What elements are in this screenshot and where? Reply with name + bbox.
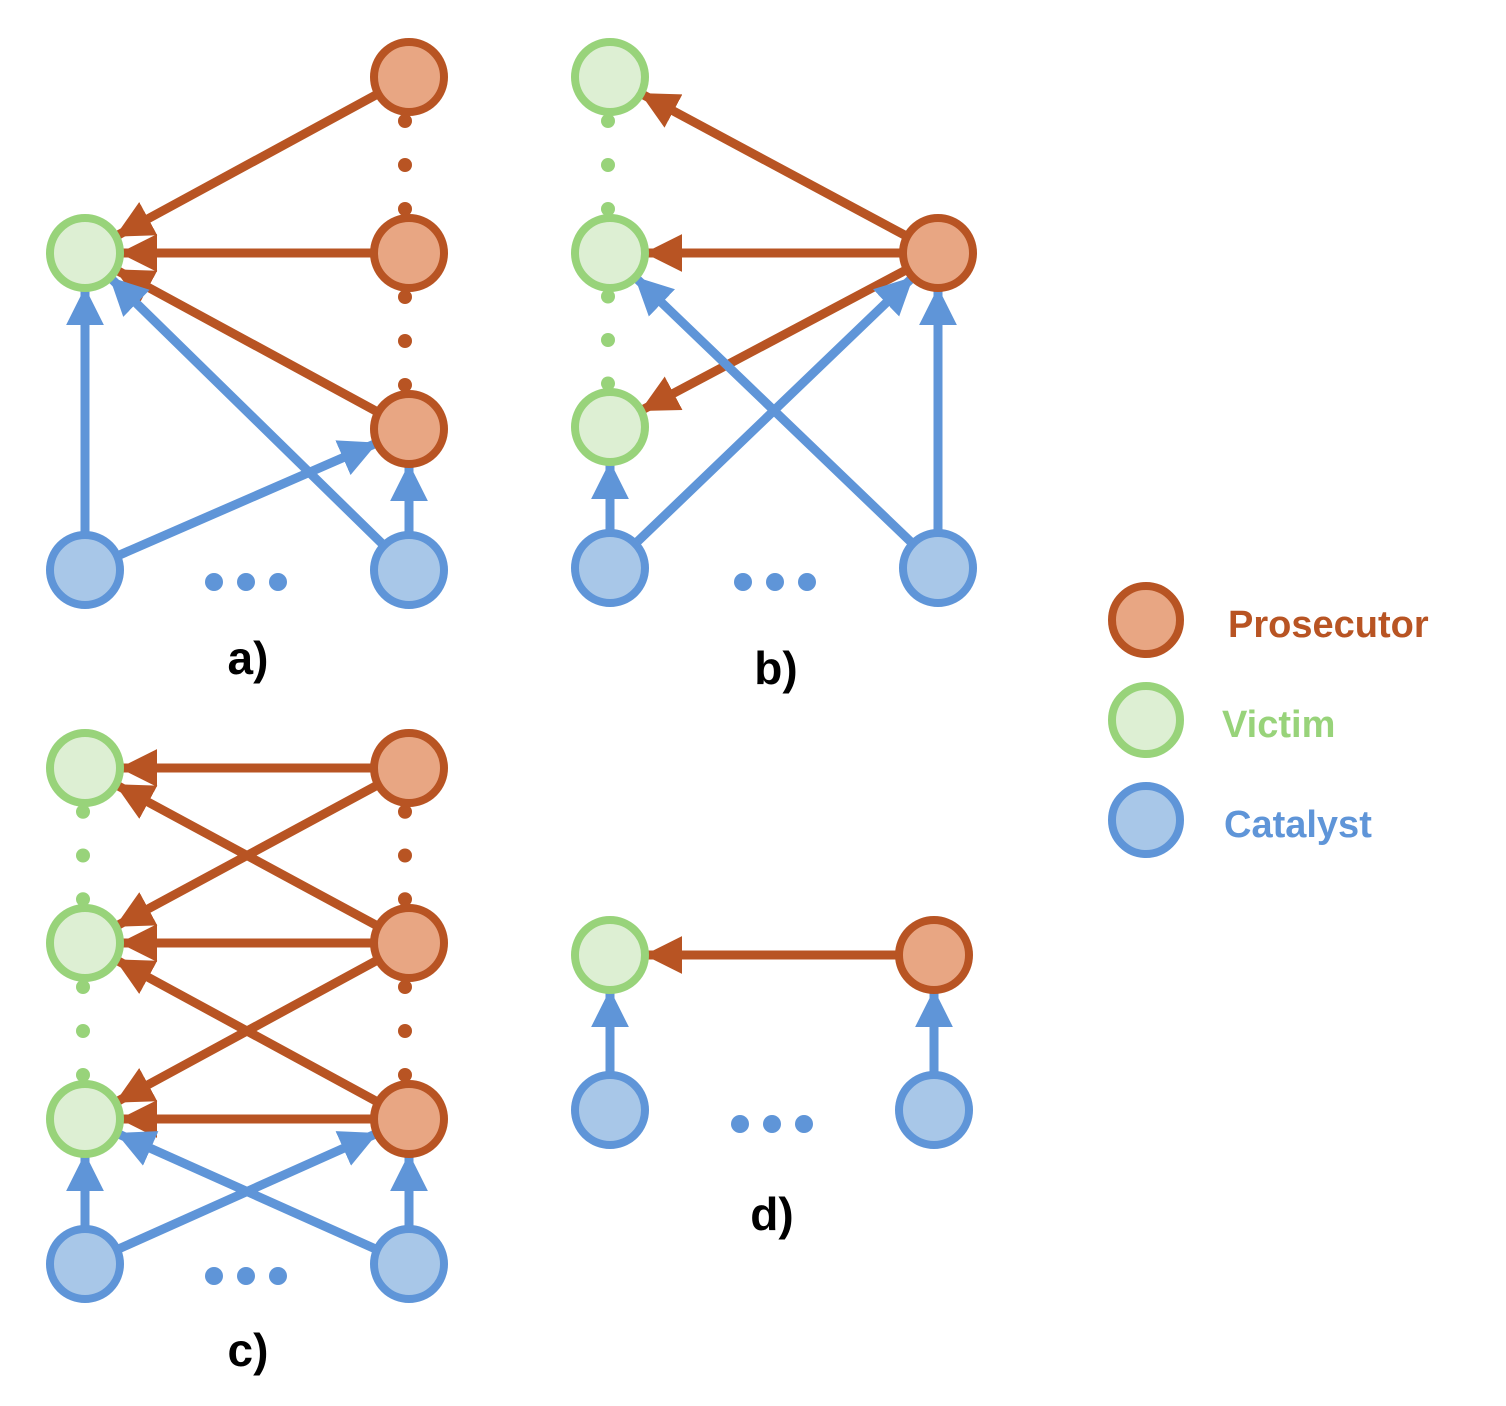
prosecutor-node	[899, 214, 977, 292]
catalyst-ellipsis-dot	[269, 1267, 287, 1285]
victim-node	[46, 214, 124, 292]
prosecutor-node	[370, 390, 448, 468]
catalyst-node	[571, 1071, 649, 1149]
catalyst-ellipsis-dot	[798, 573, 816, 591]
prosecutor-ellipsis-dot	[398, 892, 412, 907]
victim-node	[571, 214, 649, 292]
catalyst-ellipsis-dot	[766, 573, 784, 591]
catalyst-node	[370, 531, 448, 609]
prosecutor-node	[370, 904, 448, 982]
prosecutor-ellipsis-dot	[398, 202, 412, 216]
catalyst-ellipsis-dot	[205, 1267, 223, 1285]
victim-node	[571, 916, 649, 994]
catalyst-node	[571, 529, 649, 607]
panel-b	[571, 38, 977, 607]
legend: Prosecutor Victim Catalyst	[1108, 582, 1429, 858]
prosecutor-edge	[640, 264, 911, 414]
catalyst-node	[46, 1225, 124, 1303]
victim-ellipsis-dot	[76, 1068, 90, 1082]
victim-node	[571, 38, 649, 116]
panel-a-label: a)	[228, 632, 269, 684]
catalyst-ellipsis-dot	[205, 573, 223, 591]
panel-a	[46, 38, 448, 609]
prosecutor-edge	[640, 91, 912, 242]
victim-ellipsis-dot	[76, 980, 90, 994]
legend-victim-node	[1108, 682, 1184, 758]
prosecutor-ellipsis-dot	[398, 980, 412, 994]
catalyst-ellipsis-dot	[734, 573, 752, 591]
prosecutor-node	[370, 214, 448, 292]
victim-node	[46, 1080, 124, 1158]
catalyst-ellipsis-dot	[237, 1267, 255, 1285]
legend-prosecutor-node	[1108, 582, 1184, 658]
prosecutor-ellipsis-dot	[398, 1024, 412, 1038]
prosecutor-ellipsis-dot	[398, 848, 412, 863]
legend-victim-label: Victim	[1222, 704, 1335, 746]
catalyst-node	[46, 531, 124, 609]
catalyst-node	[370, 1225, 448, 1303]
prosecutor-node	[895, 916, 973, 994]
catalyst-node	[899, 529, 977, 607]
catalyst-ellipsis-dot	[795, 1115, 813, 1133]
prosecutor-ellipsis-dot	[398, 290, 412, 304]
legend-prosecutor-label: Prosecutor	[1228, 604, 1429, 646]
victim-ellipsis-dot	[601, 289, 615, 304]
prosecutor-edge	[115, 267, 383, 418]
panel-d	[571, 916, 973, 1149]
victim-ellipsis-dot	[76, 892, 90, 907]
prosecutor-node	[370, 729, 448, 807]
catalyst-node	[895, 1071, 973, 1149]
catalyst-ellipsis-dot	[237, 573, 255, 591]
panel-c	[46, 729, 448, 1303]
victim-node	[46, 904, 124, 982]
victim-node	[571, 388, 649, 466]
victim-node	[46, 729, 124, 807]
prosecutor-node	[370, 38, 448, 116]
prosecutor-edge	[115, 782, 383, 932]
prosecutor-ellipsis-dot	[398, 804, 412, 819]
catalyst-edge	[113, 440, 378, 561]
victim-ellipsis-dot	[76, 1024, 90, 1038]
catalyst-edge	[109, 276, 389, 551]
prosecutor-node	[370, 1080, 448, 1158]
catalyst-edge	[116, 1130, 381, 1255]
prosecutor-ellipsis-dot	[398, 114, 412, 128]
catalyst-edge	[634, 276, 918, 549]
victim-ellipsis-dot	[76, 848, 90, 863]
catalyst-ellipsis-dot	[731, 1115, 749, 1133]
legend-catalyst-node	[1108, 782, 1184, 858]
panel-d-label: d)	[750, 1188, 793, 1240]
victim-ellipsis-dot	[76, 804, 90, 819]
catalyst-ellipsis-dot	[269, 573, 287, 591]
panel-b-label: b)	[754, 642, 797, 694]
legend-catalyst-label: Catalyst	[1224, 804, 1372, 846]
prosecutor-edge	[115, 88, 383, 239]
victim-ellipsis-dot	[601, 333, 615, 347]
victim-ellipsis-dot	[601, 114, 615, 128]
victim-ellipsis-dot	[601, 202, 615, 216]
prosecutor-ellipsis-dot	[398, 378, 412, 392]
prosecutor-ellipsis-dot	[398, 158, 412, 172]
prosecutor-ellipsis-dot	[398, 1068, 412, 1082]
prosecutor-ellipsis-dot	[398, 334, 412, 348]
prosecutor-edge	[115, 957, 383, 1108]
panel-c-label: c)	[228, 1324, 269, 1376]
victim-ellipsis-dot	[601, 158, 615, 172]
catalyst-ellipsis-dot	[763, 1115, 781, 1133]
victim-ellipsis-dot	[601, 376, 615, 391]
